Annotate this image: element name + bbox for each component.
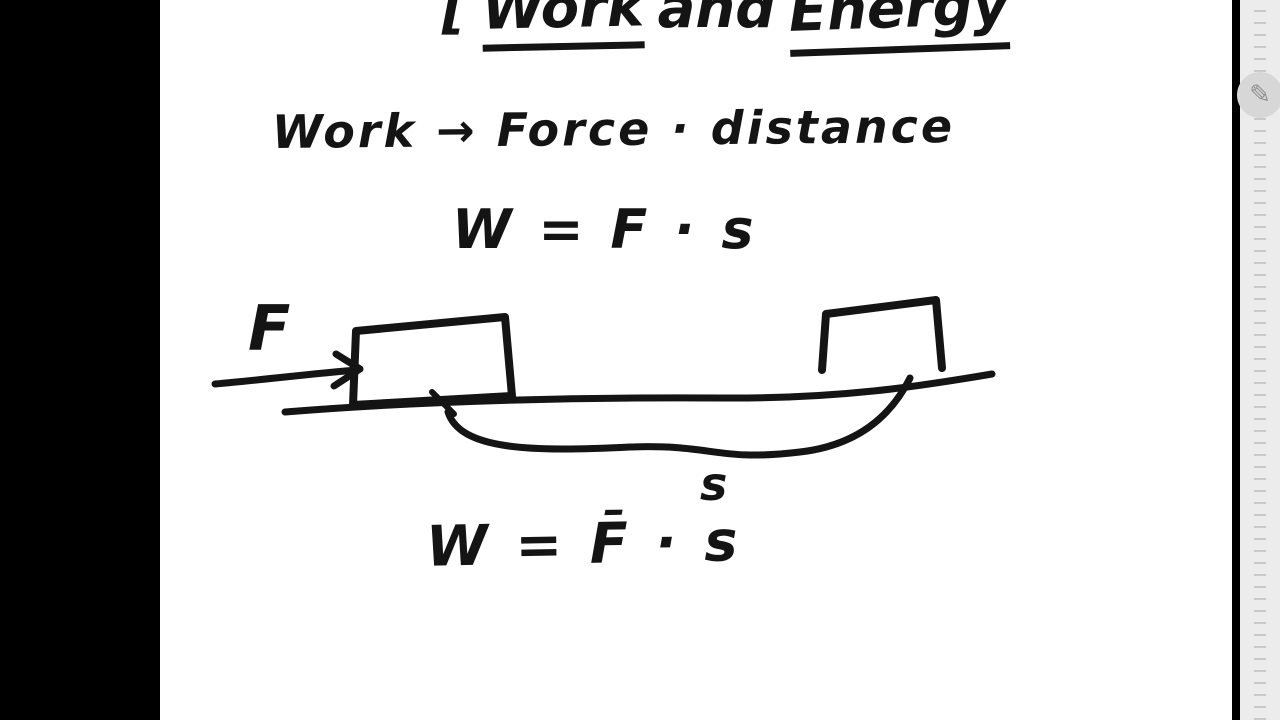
displacement-curve <box>444 374 914 459</box>
force-arrow-shaft <box>211 366 360 388</box>
ground-line <box>281 370 996 416</box>
force-arrowhead <box>330 350 364 390</box>
title-conjunction: and <box>657 0 776 41</box>
title-word-energy: Energy <box>788 0 1011 57</box>
work-definition-line: Work → Force · distance <box>271 99 956 159</box>
formula-average-force: W = F̄ · s <box>425 509 743 580</box>
title-bracket: [ <box>442 0 468 41</box>
page-title: [ Work and Energy <box>442 0 1011 57</box>
block-start <box>349 313 516 409</box>
letterbox-left <box>0 0 160 720</box>
force-label: F <box>248 292 290 365</box>
displacement-label: s <box>700 457 727 511</box>
side-ruler-strip[interactable]: ✎ <box>1237 0 1280 720</box>
title-word-work: Work <box>481 0 645 52</box>
formula-constant-force: W = F · s <box>452 198 758 261</box>
diagram-sketch: F s <box>211 292 996 511</box>
whiteboard-canvas[interactable]: F s [ Work and Energy Work → Force · dis… <box>160 0 1232 720</box>
block-end-outline <box>818 296 946 374</box>
pencil-icon: ✎ <box>1249 80 1271 110</box>
pencil-tool-button[interactable]: ✎ <box>1237 72 1280 118</box>
ruler-ticks <box>1254 0 1266 720</box>
